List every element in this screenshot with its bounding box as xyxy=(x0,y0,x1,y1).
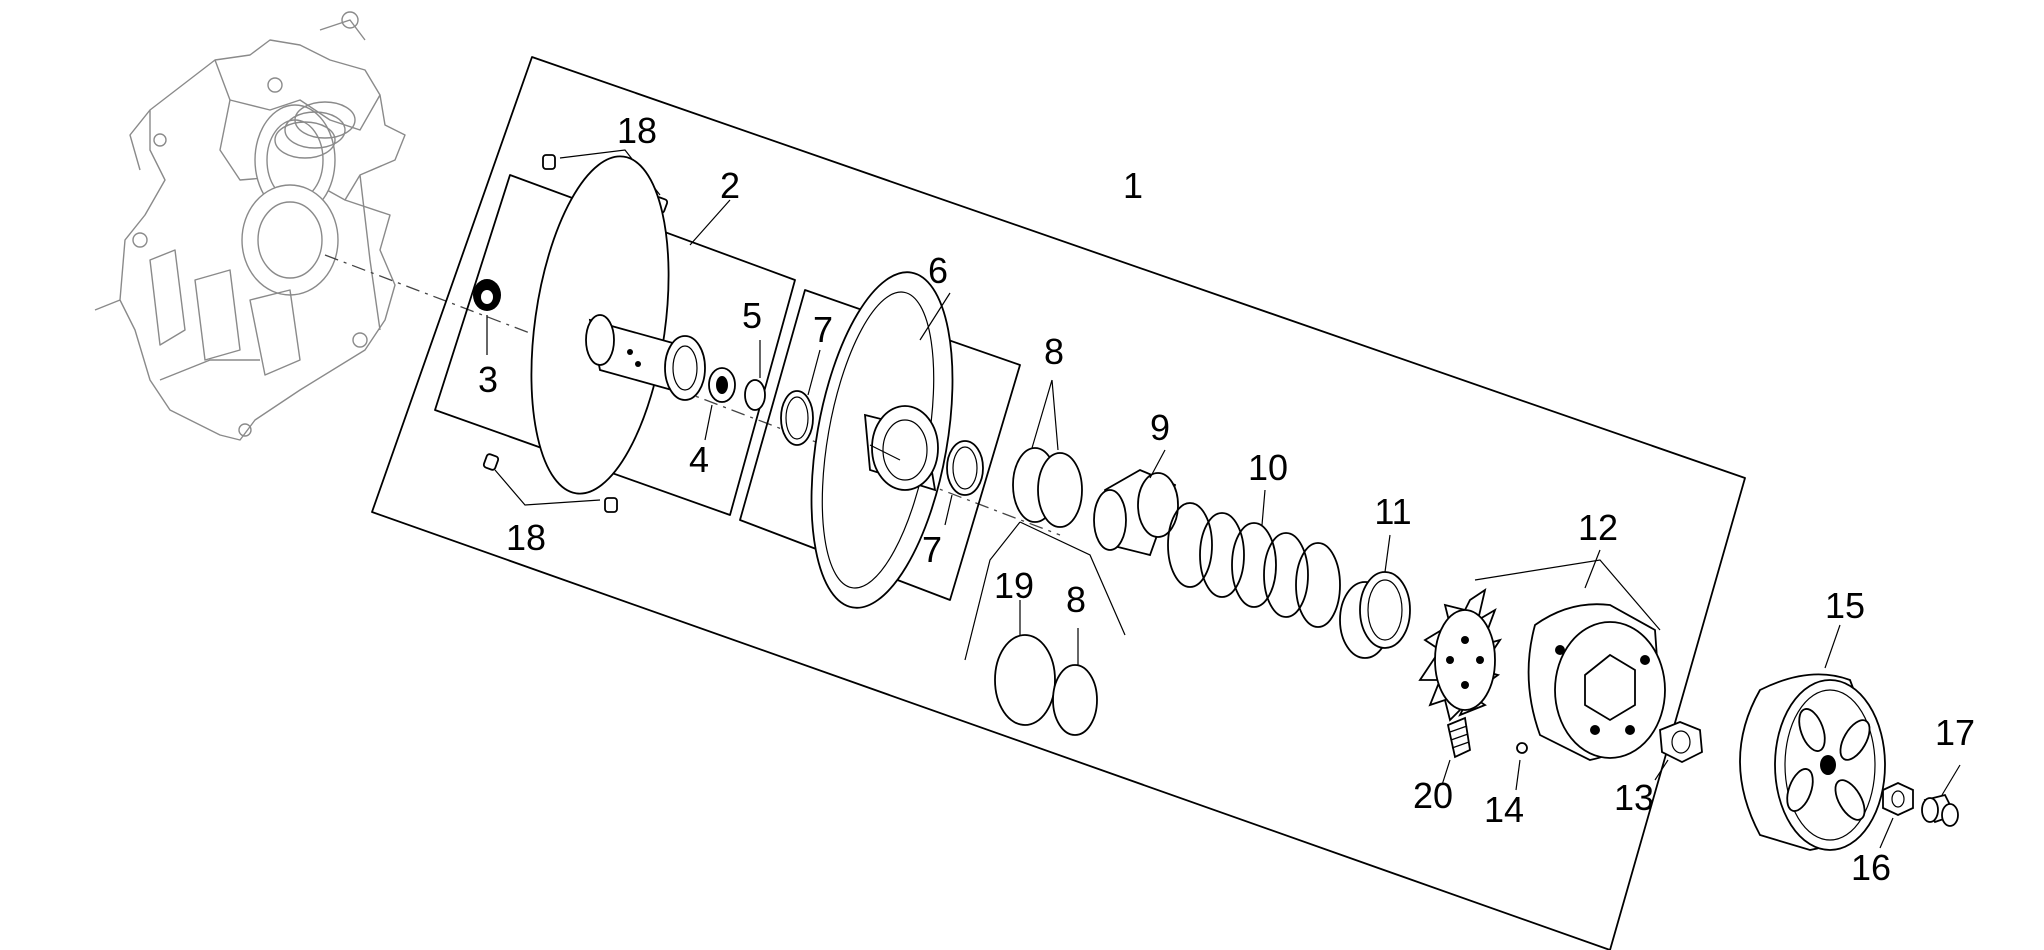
callout-6: 6 xyxy=(928,250,948,291)
callout-7-right: 7 xyxy=(922,529,942,570)
callout-9: 9 xyxy=(1150,407,1170,448)
callout-1: 1 xyxy=(1123,165,1143,206)
clutch-bell-15 xyxy=(1739,624,1886,851)
o-ring-7-left xyxy=(780,349,821,446)
callout-8-top: 8 xyxy=(1044,331,1064,372)
nut-16 xyxy=(1879,782,1914,849)
callout-17: 17 xyxy=(1935,712,1975,753)
callout-4: 4 xyxy=(689,439,709,480)
ring-19 xyxy=(994,600,1056,726)
nut-3 xyxy=(473,279,501,355)
callout-19: 19 xyxy=(994,565,1034,606)
frame-12-bracket xyxy=(1474,559,1661,631)
clutch-assembly-12 xyxy=(1418,549,1666,761)
callout-18-top: 18 xyxy=(617,110,657,151)
callout-12: 12 xyxy=(1578,507,1618,548)
callout-18-bottom: 18 xyxy=(506,517,546,558)
sleeve-9 xyxy=(1093,449,1179,557)
o-ring-7-right xyxy=(944,440,984,526)
callout-2: 2 xyxy=(720,165,740,206)
pulley-half-2 xyxy=(530,155,731,495)
callout-16: 16 xyxy=(1851,847,1891,888)
bearing-4 xyxy=(704,367,736,441)
callout-20: 20 xyxy=(1413,775,1453,816)
callout-15: 15 xyxy=(1825,585,1865,626)
bracket-8-lower xyxy=(1019,521,1126,636)
pulley-half-6 xyxy=(810,271,954,609)
engine-crankcase-housing xyxy=(94,11,406,441)
bracket-19 xyxy=(964,521,1021,661)
screw-18-bottom xyxy=(482,453,618,513)
callout-7-left: 7 xyxy=(813,309,833,350)
ring-8-lower xyxy=(1052,628,1098,736)
nut-13 xyxy=(1654,721,1703,781)
callout-14: 14 xyxy=(1484,789,1524,830)
callout-3: 3 xyxy=(478,359,498,400)
spring-10 xyxy=(1167,489,1341,628)
callout-13: 13 xyxy=(1614,777,1654,818)
subassembly-frame-2 xyxy=(434,174,796,516)
ring-5 xyxy=(744,340,766,411)
callout-8-lower: 8 xyxy=(1066,579,1086,620)
ring-8-top xyxy=(1012,379,1083,528)
pin-14 xyxy=(1515,742,1528,791)
assembly-frame-1 xyxy=(371,56,1746,950)
screw-20 xyxy=(1441,716,1471,786)
callout-5: 5 xyxy=(742,295,762,336)
callout-10: 10 xyxy=(1248,447,1288,488)
cap-17 xyxy=(1921,764,1961,827)
collar-11 xyxy=(1339,534,1411,659)
callout-11: 11 xyxy=(1374,491,1411,532)
